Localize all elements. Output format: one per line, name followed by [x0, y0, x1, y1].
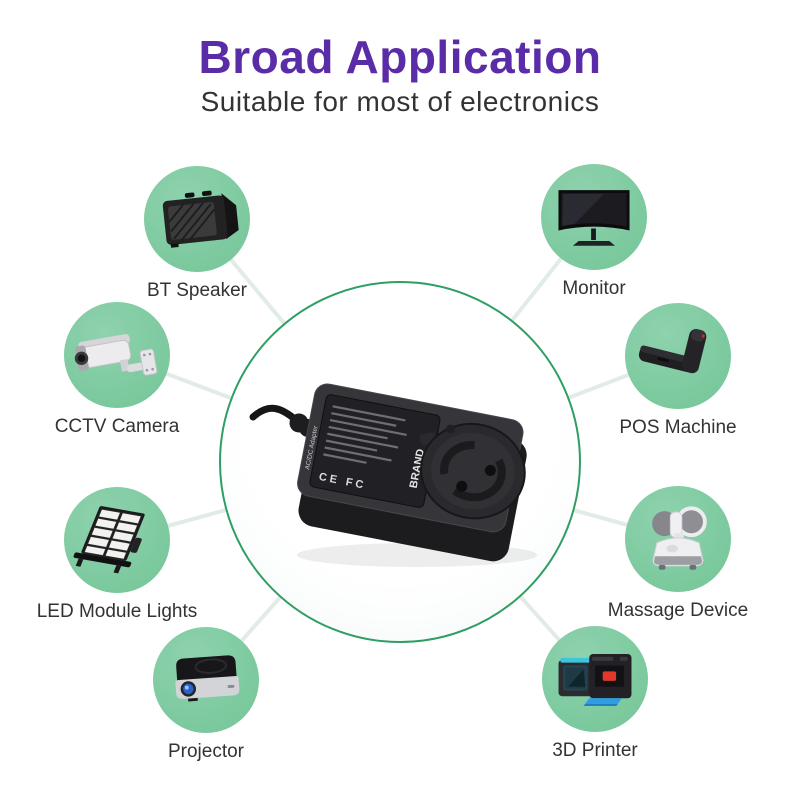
adapter-plug-socket [419, 422, 526, 520]
bt-speaker-circle [144, 166, 250, 272]
node-cctv-camera: CCTV Camera [27, 302, 207, 438]
center-circle: CE FC BRAND AC/DC Adapter [219, 281, 581, 643]
massage-device-label: Massage Device [607, 600, 749, 621]
massage-device-circle [625, 486, 731, 592]
adapter-body: CE FC BRAND AC/DC Adapter [297, 383, 527, 562]
monitor-label: Monitor [562, 278, 626, 299]
node-bt-speaker: BT Speaker [107, 166, 287, 302]
node-projector: Projector [116, 627, 296, 763]
cctv-camera-label: CCTV Camera [54, 416, 180, 437]
3d-printer-icon [558, 654, 632, 706]
led-module-lights-label: LED Module Lights [36, 601, 198, 622]
3d-printer-circle [542, 626, 648, 732]
pos-machine-label: POS Machine [619, 417, 737, 438]
projector-label: Projector [167, 741, 245, 762]
page-title: Broad Application [198, 31, 602, 83]
bt-speaker-label: BT Speaker [147, 280, 247, 301]
node-pos-machine: POS Machine [588, 303, 768, 439]
node-3d-printer: 3D Printer [505, 626, 685, 762]
monitor-icon [558, 190, 630, 246]
node-led-module-lights: LED Module Lights [27, 487, 207, 623]
page-subtitle: Suitable for most of electronics [200, 86, 600, 117]
led-module-lights-icon [73, 506, 145, 574]
cctv-camera-icon [74, 334, 158, 376]
led-module-lights-circle [64, 487, 170, 593]
power-adapter-image: CE FC BRAND AC/DC Adapter [249, 383, 537, 567]
massage-device-icon [652, 506, 707, 570]
bt-speaker-icon [162, 190, 239, 248]
node-monitor: Monitor [504, 164, 684, 300]
pos-machine-icon [638, 329, 707, 374]
cctv-camera-circle [64, 302, 170, 408]
projector-icon [175, 655, 240, 702]
projector-circle [153, 627, 259, 733]
adapter-spec-label: CE FC BRAND AC/DC Adapter [304, 394, 441, 508]
3d-printer-label: 3D Printer [552, 740, 638, 761]
node-massage-device: Massage Device [588, 486, 768, 622]
pos-machine-circle [625, 303, 731, 409]
monitor-circle [541, 164, 647, 270]
